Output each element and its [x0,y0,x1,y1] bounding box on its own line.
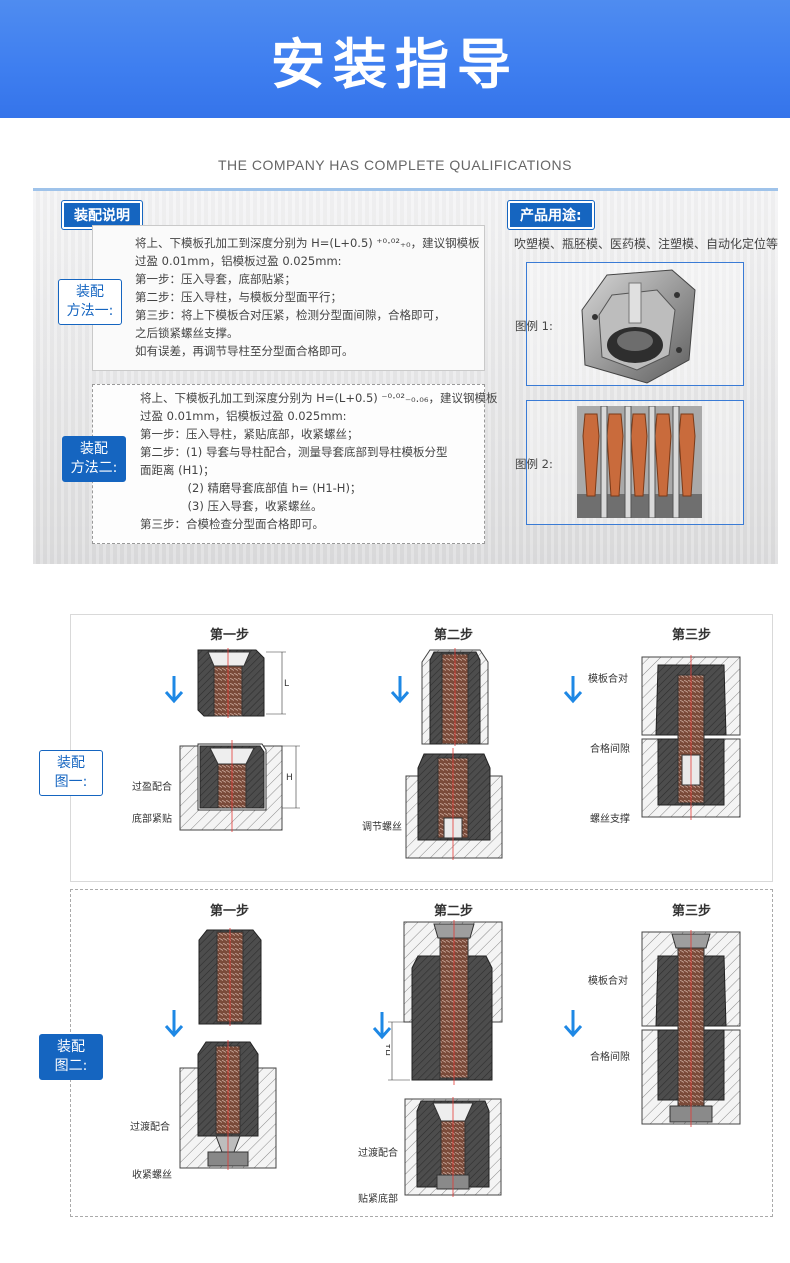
d1-plate-step2 [405,748,503,860]
callout-adjust-screw: 调节螺丝 [362,822,402,833]
callout-interference-fit: 过盈配合 [132,782,172,793]
method1-badge-line2: 方法一: [66,303,114,319]
dim-h-label: H [286,773,293,783]
diagram1-badge-line2: 图一: [54,774,88,790]
method2-badge-line2: 方法二: [70,460,118,476]
down-arrow-icon [372,1012,392,1040]
method1-badge: 装配 方法一: [58,279,122,325]
method2-badge: 装配 方法二: [62,436,126,482]
divider [33,188,778,191]
method2-text: 将上、下模板孔加工到深度分别为 H=(L+0.5) ⁻⁰·⁰²₋₀.₀₆，建议钢… [140,391,498,531]
callout-qualified-gap-2: 合格间隙 [590,1052,630,1063]
company-subtitle: THE COMPANY HAS COMPLETE QUALIFICATIONS [218,157,572,173]
down-arrow-icon [563,1010,583,1038]
d1-plate-step1: H [179,740,300,832]
diagram1-badge-line1: 装配 [57,755,85,771]
dim-h1-label: H1 [386,1044,393,1057]
d2-step2-label: 第二步 [434,904,474,919]
d1-assembled-step3 [641,655,741,820]
method1-panel: 将上、下模板孔加工到深度分别为 H=(L+0.5) ⁺⁰·⁰²₊₀，建议钢模板 … [92,225,485,371]
dim-l-label: L [284,679,289,689]
example1-label: 图例 1: [515,319,553,333]
diagram2-badge-line1: 装配 [57,1039,85,1055]
d1-step3-label: 第三步 [672,628,712,643]
callout-qualified-gap: 合格间隙 [590,744,630,755]
callout-bottom-flush: 底部紧贴 [132,814,172,825]
d1-step2-label: 第二步 [434,628,474,643]
d1-bushing-step1: L [197,648,289,718]
diagram2-badge-line2: 图二: [54,1058,88,1074]
method1-badge-line1: 装配 [76,284,104,300]
down-arrow-icon [390,676,410,704]
method2-badge-line1: 装配 [80,441,108,457]
method2-panel: 将上、下模板孔加工到深度分别为 H=(L+0.5) ⁻⁰·⁰²₋₀.₀₆，建议钢… [92,384,498,544]
assembly-diagram-1 [70,614,773,882]
diagram2-badge: 装配 图二: [39,1034,103,1080]
d1-step1-label: 第一步 [210,628,250,643]
example2-label: 图例 2: [515,457,553,471]
callout-transition-fit-2: 过渡配合 [358,1148,398,1159]
d2-step1-label: 第一步 [210,904,250,919]
d2-plate-step1 [179,1040,277,1170]
d2-plate-step2 [404,1097,502,1197]
d2-step3-label: 第三步 [672,904,712,919]
method1-text: 将上、下模板孔加工到深度分别为 H=(L+0.5) ⁺⁰·⁰²₊₀，建议钢模板 … [135,236,480,358]
callout-bottom-tight: 贴紧底部 [358,1194,398,1205]
mold-photo-2 [577,406,702,518]
d2-assembly-step2: H1 [386,920,503,1085]
diagram1-badge: 装配 图一: [39,750,103,796]
product-usage-tag: 产品用途: [508,201,594,229]
callout-screw-support: 螺丝支撑 [590,814,630,825]
d2-assembled-step3 [641,930,741,1127]
page-title: 安装指导 [271,32,519,96]
callout-plates-closed-2: 模板合对 [588,976,628,987]
example1-box: 图例 1: [515,262,744,386]
d1-pin-step2 [421,648,489,746]
callout-plates-closed: 模板合对 [588,674,628,685]
down-arrow-icon [563,676,583,704]
usage-text: 吹塑模、瓶胚模、医药模、注塑模、自动化定位等 [514,237,779,251]
example2-box: 图例 2: [515,400,744,525]
callout-transition-fit: 过渡配合 [130,1122,170,1133]
down-arrow-icon [164,676,184,704]
mold-photo-1 [581,269,696,384]
down-arrow-icon [164,1010,184,1038]
header-banner: 安装指导 [0,0,790,118]
d2-pin-step1 [198,928,262,1026]
callout-tighten-screw: 收紧螺丝 [132,1170,172,1181]
